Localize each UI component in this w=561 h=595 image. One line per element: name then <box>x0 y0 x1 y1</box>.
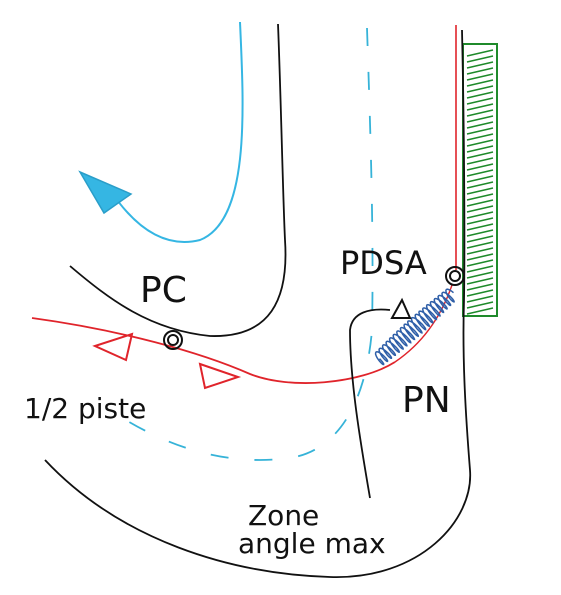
pn-label: PN <box>402 380 451 421</box>
dashed-centerline <box>109 27 374 461</box>
inner-road-edge <box>44 29 471 578</box>
pdsa-marker <box>445 266 465 286</box>
outer-road-edge <box>69 23 287 337</box>
zone-pointer-line <box>349 308 391 499</box>
zone-pointer-arrowhead <box>390 297 412 319</box>
blue-path <box>109 21 244 243</box>
pc-marker <box>163 330 183 350</box>
hatched-area <box>462 43 498 317</box>
red-arrow-left <box>92 332 134 362</box>
zone-label-line1: Zone <box>248 499 319 532</box>
zone-label-line2: angle max <box>238 527 386 560</box>
half-track-label: 1/2 piste <box>24 392 146 425</box>
pc-label: PC <box>140 270 187 311</box>
pdsa-label: PDSA <box>340 244 427 282</box>
blue-arrowhead <box>78 170 133 215</box>
red-path <box>31 317 396 384</box>
blue-coil <box>374 288 455 366</box>
red-arrow-right <box>198 362 242 390</box>
